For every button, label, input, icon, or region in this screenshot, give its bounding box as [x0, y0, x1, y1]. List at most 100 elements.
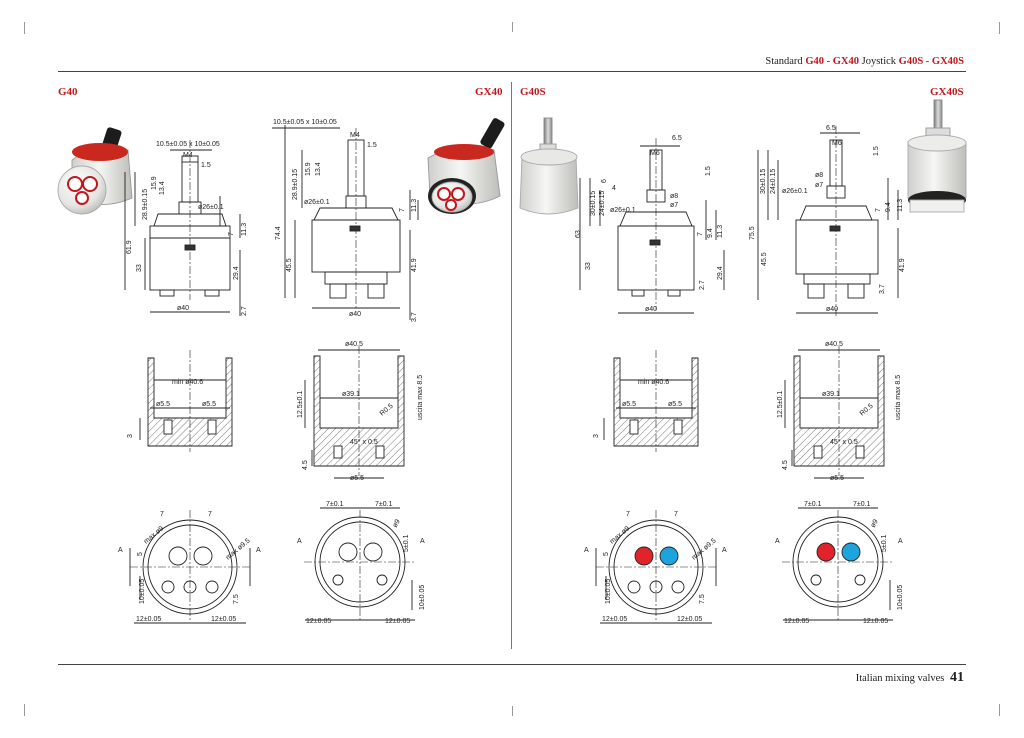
gx40s-plan-dim-12b: 12±0.05 [863, 618, 888, 625]
gx40-dim-15: 15.9 [305, 162, 312, 176]
g40s-dim-26: ø26±0.1 [610, 207, 636, 214]
gx40s-dim-total: 75.5 [749, 226, 756, 240]
gx40s-plan-section-a-left: A [775, 538, 780, 545]
gx40-dim-body: 45.5 [286, 258, 293, 272]
crop-mark [512, 706, 513, 716]
gx40-dim-7: 7 [399, 208, 406, 212]
gx40-plan-view [304, 507, 416, 621]
gx40s-dim-top: 6.5 [826, 125, 836, 132]
g40s-dim-total: 63 [575, 230, 582, 238]
gx40-seat-section [304, 346, 405, 479]
g40-plan-view [129, 510, 251, 624]
g40-dim-15: 15.9 [151, 176, 158, 190]
gx40-plan-section-a-left: A [297, 538, 302, 545]
crop-mark [999, 22, 1000, 34]
g40s-plan-section-a-right: A [722, 547, 727, 554]
g40-plan-dim-5: 5 [137, 552, 144, 556]
gx40s-dim-7-small: ø7 [815, 182, 823, 189]
g40s-plan-dim-10: 10±0.05 [605, 579, 612, 604]
g40-plan-dim-12b: 12±0.05 [211, 616, 236, 623]
gx40s-dim-bore: ø40.5 [825, 341, 843, 348]
gx40s-dim-41-9: 41.9 [899, 258, 906, 272]
g40s-seat-section [603, 350, 699, 452]
gx40s-dim-thread: M6 [832, 140, 842, 147]
gx40s-plan-dim-9: ø9 [870, 518, 880, 529]
gx40s-dim-24: 24±0.15 [770, 169, 777, 194]
gx40-dim-13: 13.4 [315, 162, 322, 176]
gx40-dim-26: ø26±0.1 [304, 199, 330, 206]
gx40-plan-dim-9: ø9 [392, 518, 402, 529]
g40-plan-section-a-left: A [118, 547, 123, 554]
gx40s-dim-outlet: uscita max 8.5 [895, 375, 902, 420]
gx40s-cartridge-photo [907, 99, 967, 213]
g40-side-view [124, 140, 241, 316]
gx40s-side-view [757, 126, 899, 316]
g40-dim-26: ø26±0.1 [198, 204, 224, 211]
g40s-plan-dim-12b: 12±0.05 [677, 616, 702, 623]
gx40-dim-40: ø40 [349, 311, 361, 318]
gx40s-dim-12-5: 12.5±0.1 [777, 391, 784, 418]
gx40-dim-chamfer: 45° x 0.5 [350, 438, 378, 446]
g40-dim-stem-height: 28.9±0.15 [142, 189, 149, 220]
g40s-dim-hole-b: ø5.5 [668, 401, 682, 408]
gx40-cartridge-photo [427, 118, 505, 214]
g40-dim-2-7: 2.7 [241, 306, 248, 316]
header-rule [58, 71, 966, 72]
g40s-cartridge-photo [519, 117, 579, 215]
gx40s-dim-body: 45.5 [761, 252, 768, 266]
gx40s-plan-dim-7b: 7±0.1 [853, 501, 871, 508]
g40-dim-hole-b: ø5.5 [202, 401, 216, 408]
gx40s-dim-7: 7 [875, 208, 882, 212]
gx40s-dim-chamfer: 45° x 0.5 [830, 438, 858, 446]
gx40-dim-12-5: 12.5±0.1 [297, 391, 304, 418]
gx40-dim-hole: ø5.5 [350, 475, 364, 482]
gx40s-dim-inner: ø39.1 [822, 391, 840, 398]
header-models-joystick: G40S - GX40S [898, 56, 964, 67]
g40s-plan-dim-7b: 7 [674, 511, 678, 518]
gx40-dim-step: 1.5 [367, 142, 377, 149]
g40s-dim-body: 33 [585, 262, 592, 270]
g40s-dim-2-7: 2.7 [699, 280, 706, 290]
g40s-dim-40: ø40 [645, 306, 657, 313]
gx40s-dim-hole: ø5.5 [830, 475, 844, 482]
g40s-dim-7-small: ø7 [670, 202, 678, 209]
header-models-standard: G40 - GX40 [805, 56, 859, 67]
section-label-gx40: GX40 [475, 86, 503, 98]
g40s-plan-dim-7a: 7 [626, 511, 630, 518]
g40-dim-thread: M4 [183, 152, 193, 159]
g40s-plan-dim-5: 5 [603, 552, 610, 556]
gx40-plan-section-a-right: A [420, 538, 425, 545]
gx40-dim-stem-height: 28.9±0.15 [292, 169, 299, 200]
section-label-gx40s: GX40S [930, 86, 964, 98]
g40-plan-dim-10: 10±0.05 [139, 579, 146, 604]
gx40-dim-4-5: 4.5 [302, 460, 309, 470]
gx40s-dim-8: ø8 [815, 172, 823, 179]
gx40-dim-41-9: 41.9 [411, 258, 418, 272]
header-prefix-standard: Standard [765, 56, 803, 67]
g40s-plan-section-a-left: A [584, 547, 589, 554]
g40-plan-dim-7-5: 7.5 [233, 594, 240, 604]
header-prefix-joystick: Joystick [861, 56, 897, 67]
g40-dim-29-4: 29.4 [233, 266, 240, 280]
gx40-dim-thread: M4 [350, 132, 360, 139]
crop-mark [24, 22, 25, 34]
g40-dim-hole-a: ø5.5 [156, 401, 170, 408]
g40-dim-depth: 3 [127, 434, 134, 438]
gx40-plan-dim-12a: 12±0.05 [306, 618, 331, 625]
gx40s-plan-view [782, 507, 894, 621]
gx40s-dim-11-3: 11.3 [897, 199, 904, 212]
g40s-plan-dim-7-5: 7.5 [699, 594, 706, 604]
gx40-plan-dim-5: 5±0.1 [403, 534, 410, 552]
g40-plan-dim-7b: 7 [208, 511, 212, 518]
gx40-dim-11-3: 11.3 [411, 199, 418, 212]
g40s-dim-4: 4 [612, 185, 616, 192]
g40-dim-40: ø40 [177, 305, 189, 312]
header-title: Standard G40 - GX40 Joystick G40S - GX40… [765, 56, 964, 67]
gx40s-dim-30: 30±0.15 [760, 169, 767, 194]
g40-plan-section-a-right: A [256, 547, 261, 554]
gx40s-plan-dim-12a: 12±0.05 [784, 618, 809, 625]
gx40-dim-radius: R0.5 [379, 403, 395, 418]
gx40-side-view [272, 125, 419, 320]
page-divider [511, 82, 512, 649]
